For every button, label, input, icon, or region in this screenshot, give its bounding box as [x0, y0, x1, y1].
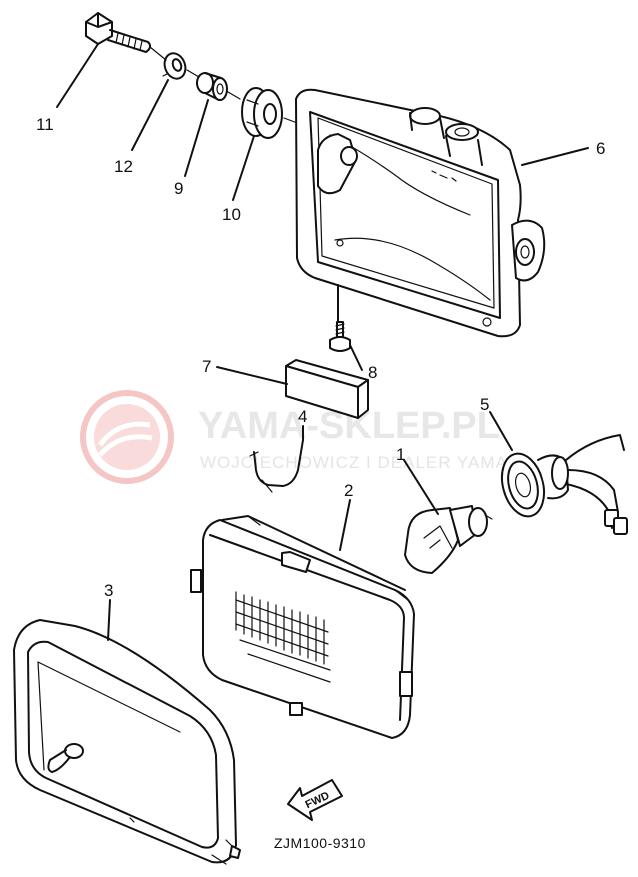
drawing-code: ZJM100-9310: [274, 835, 366, 851]
screw-part-8: [329, 284, 351, 352]
leader-2: [339, 499, 351, 551]
callout-9: 9: [174, 179, 183, 198]
leader-9: [184, 99, 209, 177]
rubber-block-part-7: [285, 359, 369, 419]
collar-part-9: [196, 72, 228, 101]
leader-6: [521, 147, 589, 166]
leader-lines: [56, 43, 589, 641]
callout-3: 3: [104, 581, 113, 600]
bulb-part-1: [404, 505, 493, 574]
callout-6: 6: [596, 139, 605, 158]
callout-8: 8: [368, 363, 377, 382]
rim-part-3: [13, 619, 241, 865]
leader-8: [349, 344, 363, 371]
bolt-part-11: [85, 12, 152, 53]
watermark-subtitle: WOJCIECHOWICZ I DEALER YAMAHA: [200, 453, 533, 472]
callout-7: 7: [202, 357, 211, 376]
leader-1: [403, 459, 439, 515]
spring-clip-part-4: [249, 439, 304, 493]
leader-12: [131, 79, 169, 151]
callout-11: 11: [36, 115, 54, 134]
leader-5: [489, 411, 513, 451]
leader-7: [216, 366, 288, 385]
leader-3: [107, 599, 111, 641]
callout-numbers: 11 12 9 10 6 8 7 4 5 1 2 3: [36, 115, 605, 600]
bulb-socket-part-5: [500, 434, 628, 535]
headlight-unit-part-2: [190, 515, 415, 739]
callout-1: 1: [396, 445, 405, 464]
watermark: YAMA-SKLEP.PL WOJCIECHOWICZ I DEALER YAM…: [80, 390, 533, 484]
callout-2: 2: [344, 481, 353, 500]
housing-part-6: [295, 88, 546, 338]
grommet-part-10: [241, 87, 283, 139]
washer-part-12: [162, 52, 187, 80]
leader-10: [232, 135, 255, 201]
lens-pattern: [235, 591, 331, 683]
leader-11: [56, 43, 99, 108]
assembly-line-bolt: [149, 46, 301, 125]
callout-12: 12: [114, 157, 133, 176]
callout-5: 5: [480, 395, 489, 414]
callout-4: 4: [298, 407, 307, 426]
fwd-arrow-icon: FWD: [287, 779, 343, 821]
watermark-logo: [80, 390, 174, 484]
callout-10: 10: [222, 205, 241, 224]
